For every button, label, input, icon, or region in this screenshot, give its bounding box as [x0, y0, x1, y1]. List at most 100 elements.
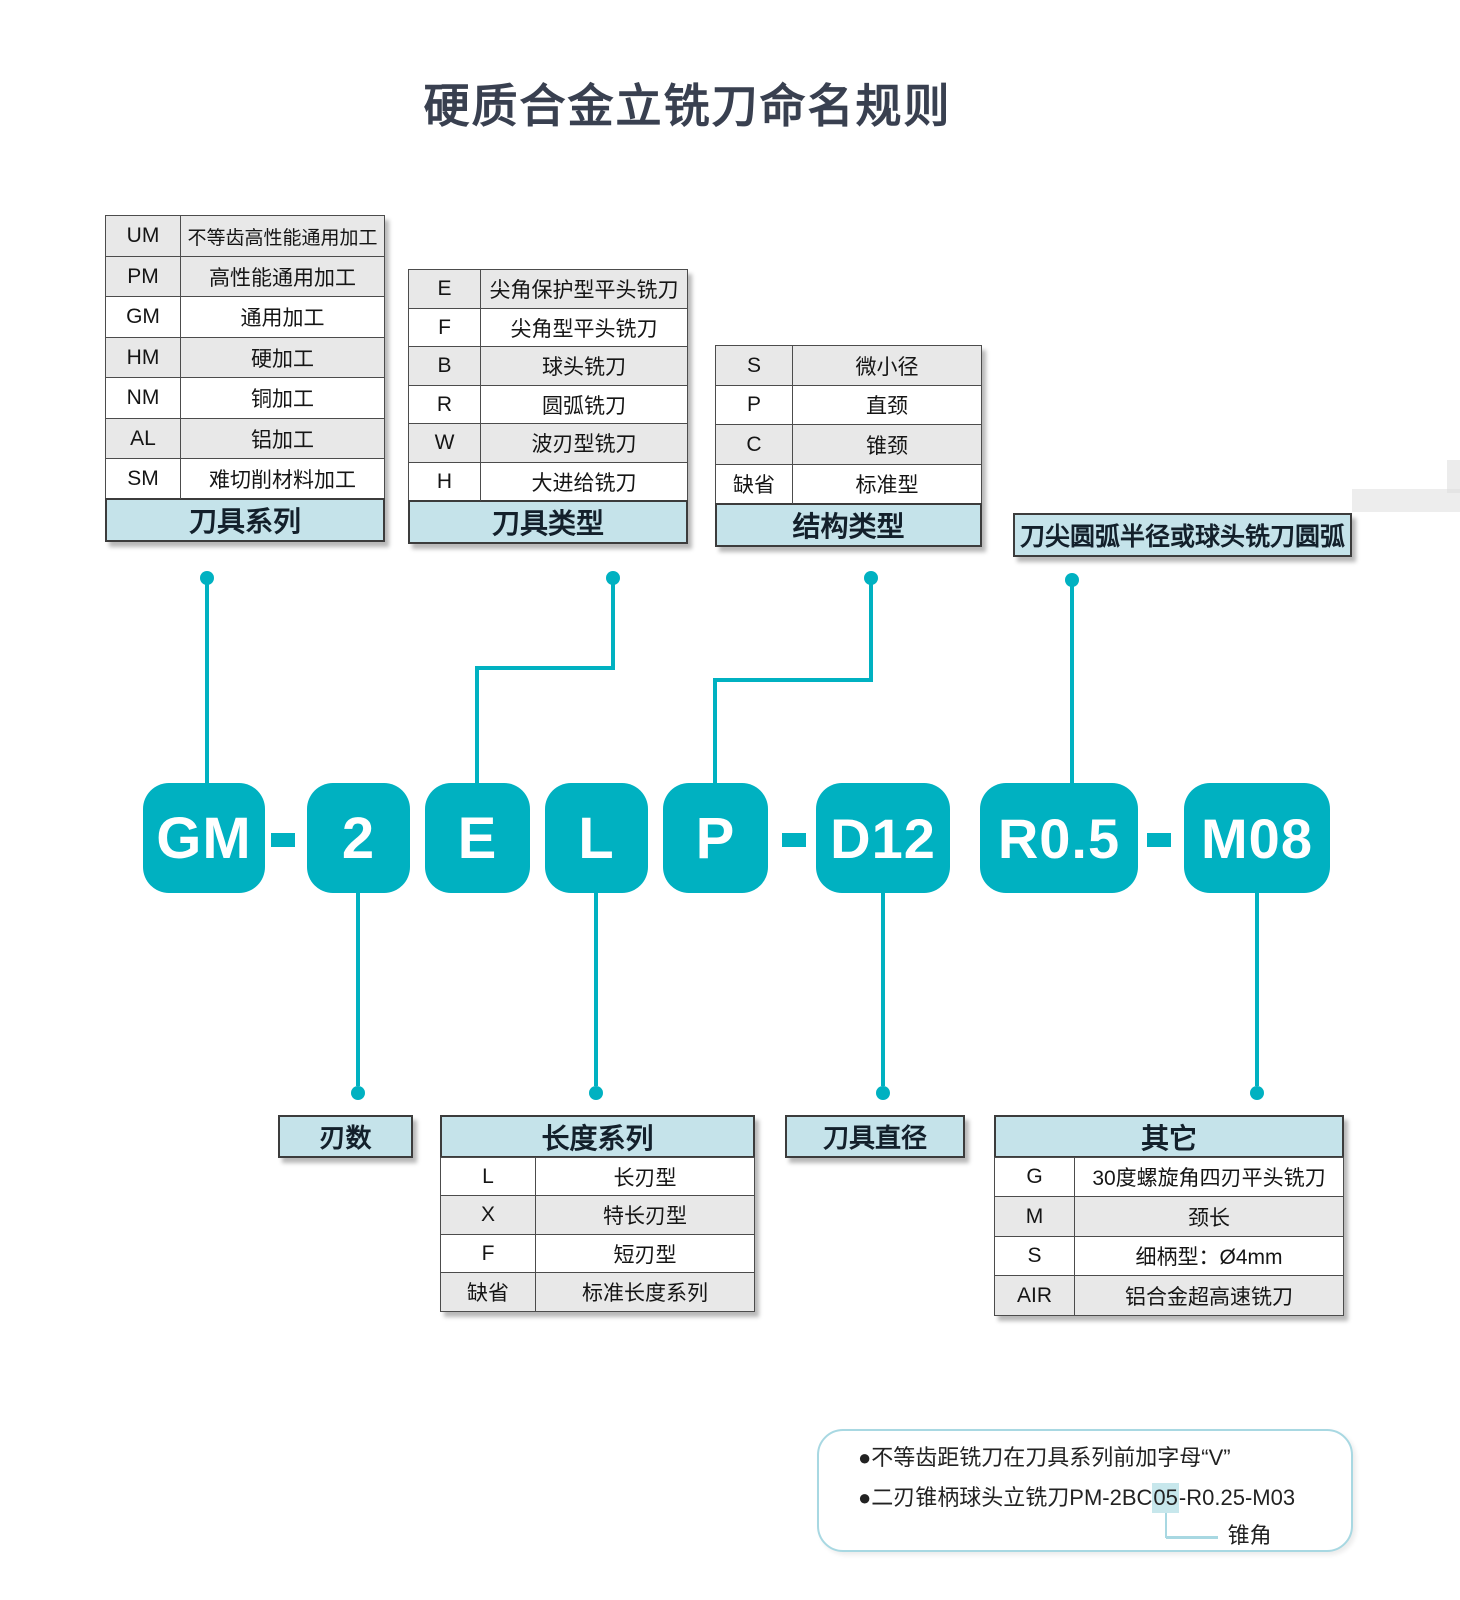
row-desc: 大进给铣刀: [531, 471, 637, 495]
row-desc: 尖角保护型平头铣刀: [489, 279, 679, 302]
row-code: AL: [106, 418, 181, 459]
row-code: C: [716, 425, 793, 464]
row-code: GM: [106, 297, 181, 337]
flutes-label: 刃数: [278, 1115, 413, 1158]
row-desc: 不等齿高性能通用加工: [187, 227, 378, 249]
table-row: F 尖角型平头铣刀: [408, 307, 688, 348]
row-desc: 细柄型：Ø4mm: [1135, 1246, 1283, 1269]
row-desc: 通用加工: [240, 307, 325, 330]
page-title: 硬质合金立铣刀命名规则: [423, 80, 952, 132]
row-desc: 铜加工: [251, 388, 314, 411]
row-desc: 波刃型铣刀: [531, 433, 637, 456]
diameter-label: 刀具直径: [785, 1115, 965, 1158]
table-row: H 大进给铣刀: [408, 461, 688, 502]
table-row: S 细柄型：Ø4mm: [994, 1235, 1344, 1277]
taper-label: 锥角: [1227, 1523, 1272, 1548]
table-structure-type: S 微小径 P 直颈 C 锥颈 缺省 标准型 结构类型: [715, 345, 982, 547]
table-header-other: 其它: [994, 1115, 1344, 1158]
row-code: 缺省: [441, 1273, 536, 1311]
row-code: R: [409, 385, 481, 424]
note-text-suffix: -R0.25-M03: [1178, 1485, 1296, 1510]
row-code: G: [995, 1157, 1075, 1197]
taper-code: 05: [1153, 1485, 1178, 1510]
table-row: SM 难切削材料加工: [105, 458, 385, 500]
note-text-prefix: ●二刃锥柄球头立铣刀PM-2BC: [858, 1485, 1153, 1510]
row-code: HM: [106, 337, 181, 378]
table-tool-type: E 尖角保护型平头铣刀 F 尖角型平头铣刀 B 球头铣刀 R 圆弧铣刀 W 波刃…: [408, 269, 688, 544]
table-row: X 特长刃型: [440, 1195, 755, 1235]
connector-line: [869, 577, 873, 682]
connector-line: [356, 893, 360, 1086]
row-code: S: [716, 346, 793, 385]
row-desc: 微小径: [855, 355, 919, 379]
edge-artifact: [1352, 489, 1460, 512]
row-code: H: [409, 462, 481, 501]
connector-dot: [351, 1086, 365, 1100]
table-row: S 微小径: [715, 345, 982, 386]
table-header-tool-type: 刀具类型: [408, 499, 688, 544]
row-code: P: [716, 385, 793, 425]
row-code: NM: [106, 378, 181, 418]
table-row: NM 铜加工: [105, 377, 385, 419]
taper-highlight: 05 锥角: [1152, 1483, 1272, 1548]
connector-line: [475, 666, 479, 783]
notes-box: [817, 1429, 1353, 1552]
code-dash: [1147, 833, 1171, 847]
code-dash: [782, 833, 806, 847]
table-row: AIR 铝合金超高速铣刀: [994, 1275, 1344, 1316]
table-row: HM 硬加工: [105, 336, 385, 379]
taper-leader-line: [1164, 1513, 1168, 1538]
connector-line: [611, 577, 615, 670]
table-row: G 30度螺旋角四刃平头铣刀: [994, 1156, 1344, 1198]
code-block-structure: P: [663, 783, 768, 893]
table-row: C 锥颈: [715, 424, 982, 465]
connector-line: [1070, 580, 1074, 783]
table-row: R 圆弧铣刀: [408, 384, 688, 425]
row-desc: 尖角型平头铣刀: [510, 317, 658, 341]
connector-line: [1255, 893, 1259, 1086]
connector-line: [205, 577, 209, 783]
row-desc: 圆弧铣刀: [542, 394, 626, 418]
row-code: UM: [106, 216, 181, 256]
connector-line: [475, 666, 615, 670]
row-code: W: [409, 424, 481, 462]
table-row: F 短刃型: [440, 1233, 755, 1274]
table-header-tool-series: 刀具系列: [105, 498, 385, 542]
row-code: L: [441, 1157, 536, 1196]
connector-line: [594, 893, 598, 1086]
row-desc: 颈长: [1188, 1206, 1230, 1230]
table-tool-series: UM 不等齿高性能通用加工 PM 高性能通用加工 GM 通用加工 HM 硬加工 …: [105, 215, 385, 542]
table-row: UM 不等齿高性能通用加工: [105, 215, 385, 257]
table-row: 缺省 标准型: [715, 463, 982, 505]
table-row: M 颈长: [994, 1196, 1344, 1237]
edge-artifact: [1447, 460, 1460, 493]
row-desc: 高性能通用加工: [209, 266, 356, 290]
table-row: B 球头铣刀: [408, 346, 688, 386]
row-code: F: [441, 1234, 536, 1273]
row-desc: 难切削材料加工: [209, 469, 356, 492]
row-code: AIR: [995, 1276, 1075, 1315]
table-header-length-series: 长度系列: [440, 1115, 755, 1158]
table-row: E 尖角保护型平头铣刀: [408, 269, 688, 309]
code-dash: [271, 833, 295, 847]
connector-line: [881, 893, 885, 1086]
row-desc: 30度螺旋角四刃平头铣刀: [1092, 1167, 1326, 1190]
row-desc: 直颈: [866, 395, 908, 418]
code-block-radius: R0.5: [980, 783, 1138, 893]
taper-leader-line: [1165, 1536, 1218, 1539]
connector-line: [713, 678, 717, 783]
connector-dot: [589, 1086, 603, 1100]
row-code: 缺省: [716, 464, 793, 504]
table-row: GM 通用加工: [105, 296, 385, 338]
row-desc: 标准长度系列: [582, 1282, 708, 1305]
row-desc: 铝加工: [251, 428, 314, 452]
table-length-series: 长度系列 L 长刃型 X 特长刃型 F 短刃型 缺省 标准长度系列: [440, 1115, 755, 1312]
table-row: 缺省 标准长度系列: [440, 1272, 755, 1312]
row-code: S: [995, 1236, 1075, 1276]
note-item: ●二刃锥柄球头立铣刀PM-2BC05 锥角 -R0.25-M03: [858, 1483, 1296, 1548]
row-code: E: [409, 270, 481, 308]
code-block-length: L: [545, 783, 648, 893]
row-desc: 锥颈: [866, 434, 908, 458]
connector-line: [713, 678, 873, 682]
row-code: B: [409, 347, 481, 385]
